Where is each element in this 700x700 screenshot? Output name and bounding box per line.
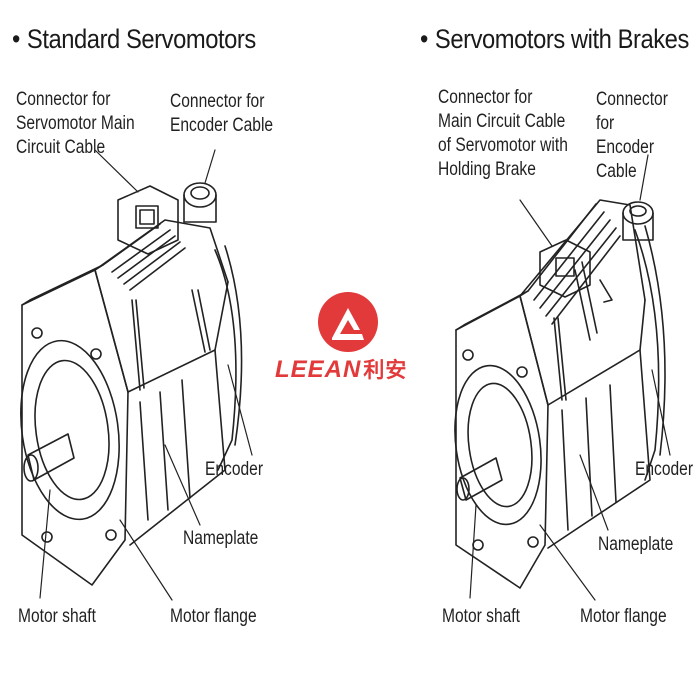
left-leader-motor-shaft [39,489,51,599]
left-leader-nameplate [164,444,201,526]
right-leader-main-circuit [519,199,553,247]
left-leader-encoder [227,364,253,456]
right-main-circuit-connector [539,239,591,298]
left-label-encoder-connector: Connector for Encoder Cable [170,91,274,136]
right-leader-encoder [651,369,671,456]
left-label-motor-shaft: Motor shaft [18,606,96,627]
right-label-motor-flange: Motor flange [580,606,667,627]
left-label-nameplate: Nameplate [183,528,259,549]
right-motor-body [547,349,651,549]
left-label-main-circuit-connector: Connector for Servomotor Main Circuit Ca… [16,89,135,158]
left-leader-motor-flange [119,519,173,601]
left-label-motor-flange: Motor flange [170,606,257,627]
right-label-main-circuit-connector: Connector for Main Circuit Cable of Serv… [438,87,568,180]
right-leader-motor-shaft [469,504,477,599]
right-label-motor-shaft: Motor shaft [442,606,520,627]
right-leader-nameplate [579,454,609,531]
right-label-encoder: Encoder [635,459,694,480]
right-motor-flange-plate [455,295,549,589]
left-leader-main-circuit [94,149,139,193]
right-label-nameplate: Nameplate [598,534,674,555]
right-encoder-housing [634,229,660,481]
left-motor-flange-plate [21,269,129,586]
servomotors-with-brakes-title: •Servomotors with Brakes [420,24,689,54]
leean-logo-mark [318,292,378,352]
leean-logo-text: LEEAN利安 [275,356,408,383]
left-label-encoder: Encoder [205,459,264,480]
left-flange-face [20,339,120,521]
right-flange-face [454,364,542,526]
right-leader-encoder-connector [639,154,649,201]
right-encoder-connector [622,201,654,241]
right-leader-motor-flange [539,524,596,601]
right-motor-shaft [459,457,503,501]
left-main-circuit-connector [117,185,179,255]
left-motor-shaft [27,433,75,481]
standard-servomotors-title: •Standard Servomotors [12,24,256,54]
right-label-encoder-connector: Connector for Encoder Cable [596,89,668,182]
left-encoder-housing [214,249,237,471]
left-encoder-connector [183,182,217,223]
standard-servomotor-drawing [20,149,253,601]
left-leader-encoder-connector [204,149,216,184]
brake-servomotor-drawing [454,154,671,601]
left-motor-body [127,349,226,546]
